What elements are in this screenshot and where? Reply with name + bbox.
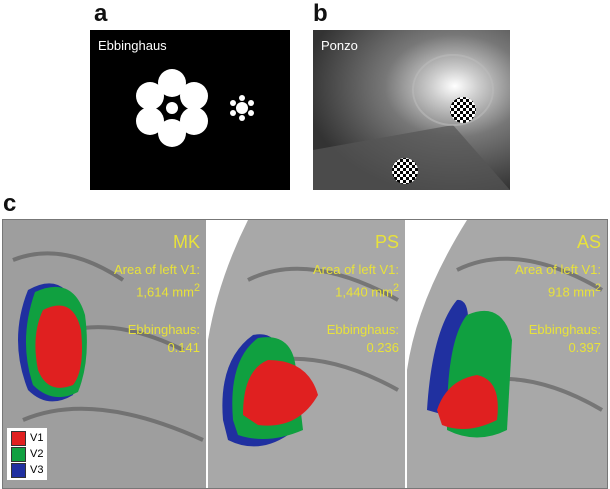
area-value: 918 mm2 xyxy=(548,282,601,300)
area-value: 1,440 mm2 xyxy=(335,282,399,300)
subject-id: PS xyxy=(374,232,399,252)
ponzo-title: Ponzo xyxy=(321,38,358,53)
cortex-surface xyxy=(407,220,604,438)
illusion-label: Ebbinghaus: xyxy=(528,322,601,337)
tunnel-image xyxy=(313,54,510,190)
legend-label: V3 xyxy=(30,464,44,476)
ponzo-stimulus: Ponzo xyxy=(313,30,510,190)
legend: V1 V2 V3 xyxy=(7,428,48,480)
legend-swatch xyxy=(11,446,26,462)
panel-label-c: c xyxy=(3,190,17,217)
annotation-mk: MK Area of left V1: 1,614 mm2 Ebbinghaus… xyxy=(3,220,206,488)
ebbinghaus-circles xyxy=(136,69,254,147)
area-label: Area of left V1: xyxy=(313,262,399,277)
panel-label-a: a xyxy=(94,0,108,27)
legend-label: V1 xyxy=(30,432,44,444)
subject-id: AS xyxy=(576,232,601,252)
legend-item-v2: V2 xyxy=(11,446,43,462)
ebbinghaus-title: Ebbinghaus xyxy=(98,38,167,53)
cortex-surface xyxy=(208,220,399,447)
illusion-value: 0.236 xyxy=(366,340,399,355)
ebbinghaus-stimulus: Ebbinghaus xyxy=(90,30,290,190)
illusion-label: Ebbinghaus: xyxy=(326,322,399,337)
illusion-value: 0.397 xyxy=(568,340,601,355)
annotation-as: AS Area of left V1: 918 mm2 Ebbinghaus: … xyxy=(407,220,607,488)
area-label: Area of left V1: xyxy=(515,262,601,277)
subject-id: MK xyxy=(173,232,200,252)
cortex-surface xyxy=(3,220,206,488)
brain-map-as xyxy=(407,220,607,488)
panel-label-b: b xyxy=(313,0,328,27)
legend-swatch xyxy=(11,462,26,478)
brain-map-mk xyxy=(3,220,206,488)
illusion-value: 0.141 xyxy=(167,340,200,355)
legend-swatch xyxy=(11,430,26,446)
legend-label: V2 xyxy=(30,448,44,460)
annotation-ps: PS Area of left V1: 1,440 mm2 Ebbinghaus… xyxy=(208,220,405,488)
illusion-label: Ebbinghaus: xyxy=(127,322,200,337)
legend-item-v3: V3 xyxy=(11,462,43,478)
area-label: Area of left V1: xyxy=(114,262,200,277)
brain-maps-panel: MK Area of left V1: 1,614 mm2 Ebbinghaus… xyxy=(2,219,608,489)
area-value: 1,614 mm2 xyxy=(136,282,200,300)
legend-item-v1: V1 xyxy=(11,430,43,446)
brain-map-ps xyxy=(208,220,405,488)
